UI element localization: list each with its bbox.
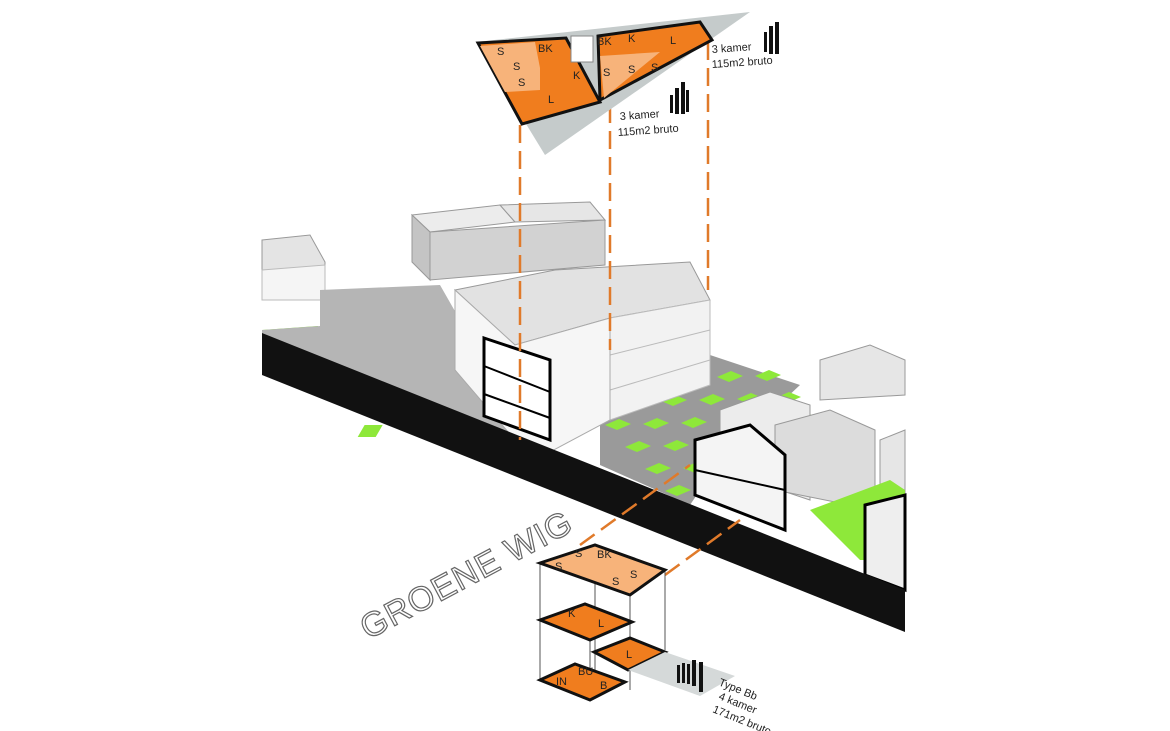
building-left: [261, 234, 326, 301]
green-tile: [717, 371, 743, 382]
right-unit: [596, 20, 715, 103]
svg-text:S: S: [518, 77, 525, 89]
people-silhouette-icon: [677, 660, 703, 692]
svg-text:BK: BK: [597, 549, 612, 561]
svg-text:3 kamer: 3 kamer: [619, 108, 660, 123]
svg-text:S: S: [513, 61, 520, 73]
green-tile: [681, 417, 707, 428]
green-tile: [645, 463, 671, 474]
svg-text:3 kamer: 3 kamer: [711, 41, 752, 56]
svg-text:K: K: [628, 33, 636, 45]
people-silhouette-icon: [670, 22, 779, 114]
floor-ground: [536, 662, 629, 702]
svg-text:S: S: [497, 46, 504, 58]
green-tile: [665, 485, 691, 496]
svg-text:115m2 bruto: 115m2 bruto: [617, 123, 679, 139]
green-tile: [605, 419, 631, 430]
svg-text:S: S: [575, 548, 582, 560]
svg-text:L: L: [548, 94, 554, 106]
svg-text:B: B: [600, 680, 607, 692]
green-tile: [663, 440, 689, 451]
street: [262, 333, 905, 632]
svg-text:K: K: [568, 608, 576, 620]
svg-text:S: S: [630, 569, 637, 581]
svg-text:BU: BU: [578, 666, 593, 678]
stair: [570, 35, 594, 63]
svg-text:L: L: [670, 35, 676, 47]
groene-wig-label: GROENE WIG: [354, 503, 579, 647]
green-tile: [643, 418, 669, 429]
green-tile: [625, 441, 651, 452]
svg-text:BK: BK: [597, 36, 612, 48]
buildings-right: [693, 344, 907, 593]
top-floor-plan: S BK S S K L BK K L S S S 3 kamer 115m2 …: [475, 12, 779, 155]
svg-text:S: S: [603, 67, 610, 79]
svg-text:S: S: [651, 62, 658, 74]
svg-text:L: L: [626, 649, 632, 661]
green-tile: [755, 370, 781, 381]
building-back: [410, 201, 607, 282]
svg-text:S: S: [612, 576, 619, 588]
projection-lines: [518, 42, 741, 577]
green-tile: [699, 394, 725, 405]
terrace: [628, 652, 735, 696]
svg-text:S: S: [628, 64, 635, 76]
svg-text:IN: IN: [556, 676, 567, 688]
svg-text:BK: BK: [538, 43, 553, 55]
bottom-exploded-plan: S BK S S S K L L IN B BU Type Bb 4 kamer…: [535, 543, 773, 731]
svg-text:115m2 bruto: 115m2 bruto: [711, 55, 773, 71]
floor-top: [535, 543, 669, 597]
green-tile: [661, 395, 687, 406]
svg-text:K: K: [573, 70, 581, 82]
svg-text:L: L: [598, 618, 604, 630]
floor-middle: [535, 602, 636, 642]
svg-text:S: S: [555, 561, 562, 573]
